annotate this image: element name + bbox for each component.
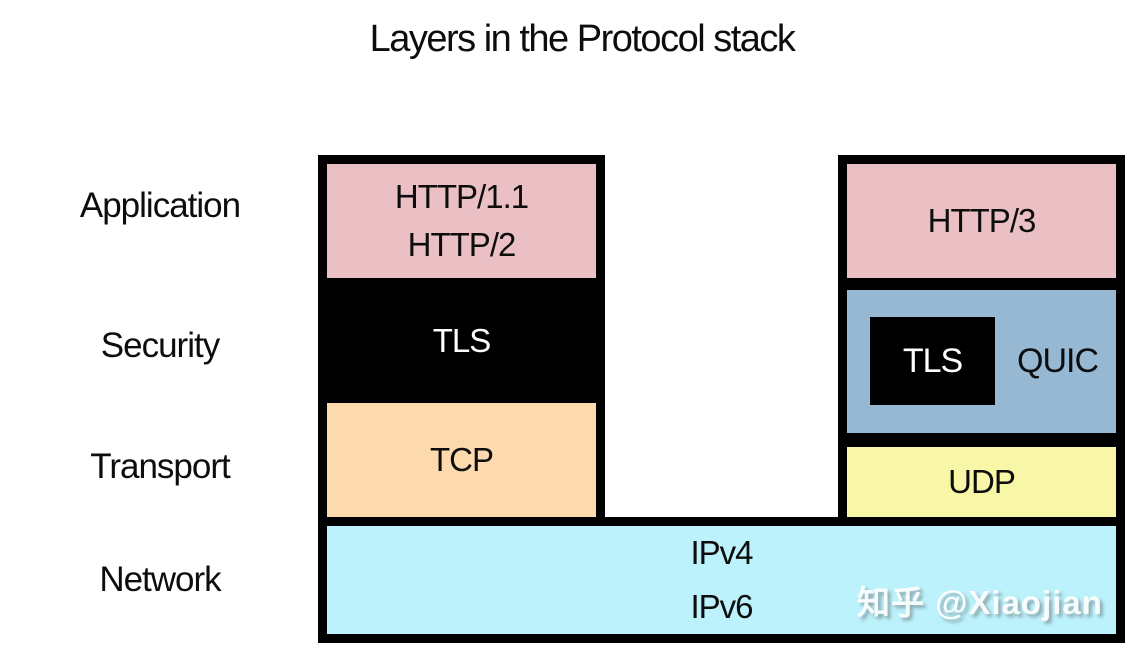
divider [847,278,1116,290]
tcp-label: TCP [430,441,494,478]
layer-label-network: Network [99,560,221,599]
ipv4-label: IPv4 [690,534,753,571]
http3-box: HTTP/3 [847,164,1116,278]
quic-tls-box: TLS [870,317,995,405]
quic-protocol-stack: HTTP/3 TLS QUIC UDP [838,155,1125,517]
diagram-title: Layers in the Protocol stack [369,18,796,60]
tcp-box: TCP [327,403,596,517]
ipv6-label: IPv6 [690,588,753,625]
watermark: 知乎 @Xiaojian [857,584,1103,621]
tls-label: TLS [432,321,492,359]
udp-label: UDP [948,463,1016,500]
tls-box: TLS [327,278,596,403]
http1-label: HTTP/1.1 [394,178,529,215]
quic-box: TLS QUIC [847,290,1116,433]
tcp-protocol-stack: HTTP/1.1 HTTP/2 TLS TCP [318,155,605,517]
quic-label: QUIC [1017,342,1099,380]
divider [847,433,1116,447]
layer-label-security: Security [100,326,220,365]
layer-label-application: Application [79,186,241,225]
http2-label: HTTP/2 [407,226,517,263]
layer-label-transport: Transport [90,447,230,486]
http1-http2-box: HTTP/1.1 HTTP/2 [327,164,596,278]
http3-label: HTTP/3 [927,202,1037,239]
udp-box: UDP [847,447,1116,517]
network-ip-box: IPv4 IPv6 [318,517,1125,643]
